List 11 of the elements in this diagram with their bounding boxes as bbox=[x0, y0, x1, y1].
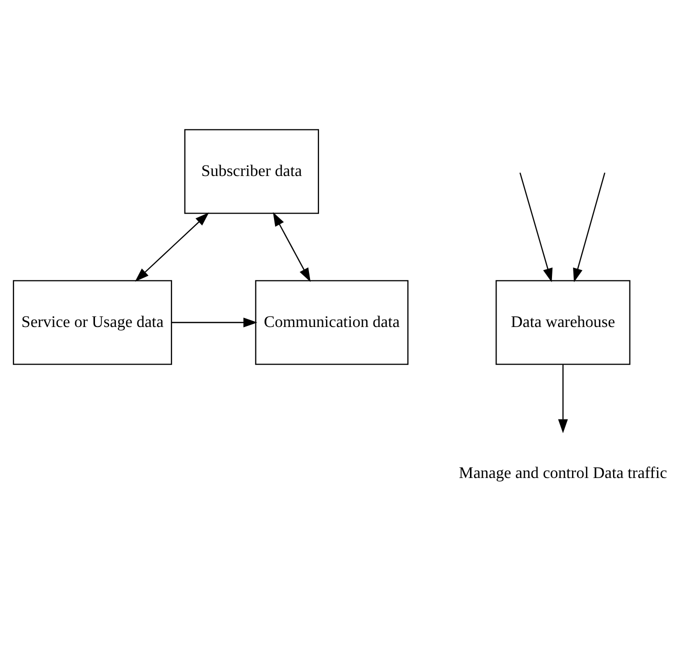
node-box: Communication data bbox=[255, 280, 408, 365]
arrow bbox=[519, 172, 553, 282]
node-box: Data warehouse bbox=[496, 280, 630, 365]
node-box: Service or Usage data bbox=[12, 280, 172, 365]
arrow bbox=[134, 212, 209, 282]
arrow bbox=[272, 212, 311, 282]
arrow bbox=[558, 364, 568, 434]
node-box: Subscriber data bbox=[184, 129, 320, 214]
node-text: Manage and control Data traffic bbox=[458, 464, 668, 482]
arrow bbox=[573, 172, 606, 282]
arrow bbox=[172, 318, 258, 328]
